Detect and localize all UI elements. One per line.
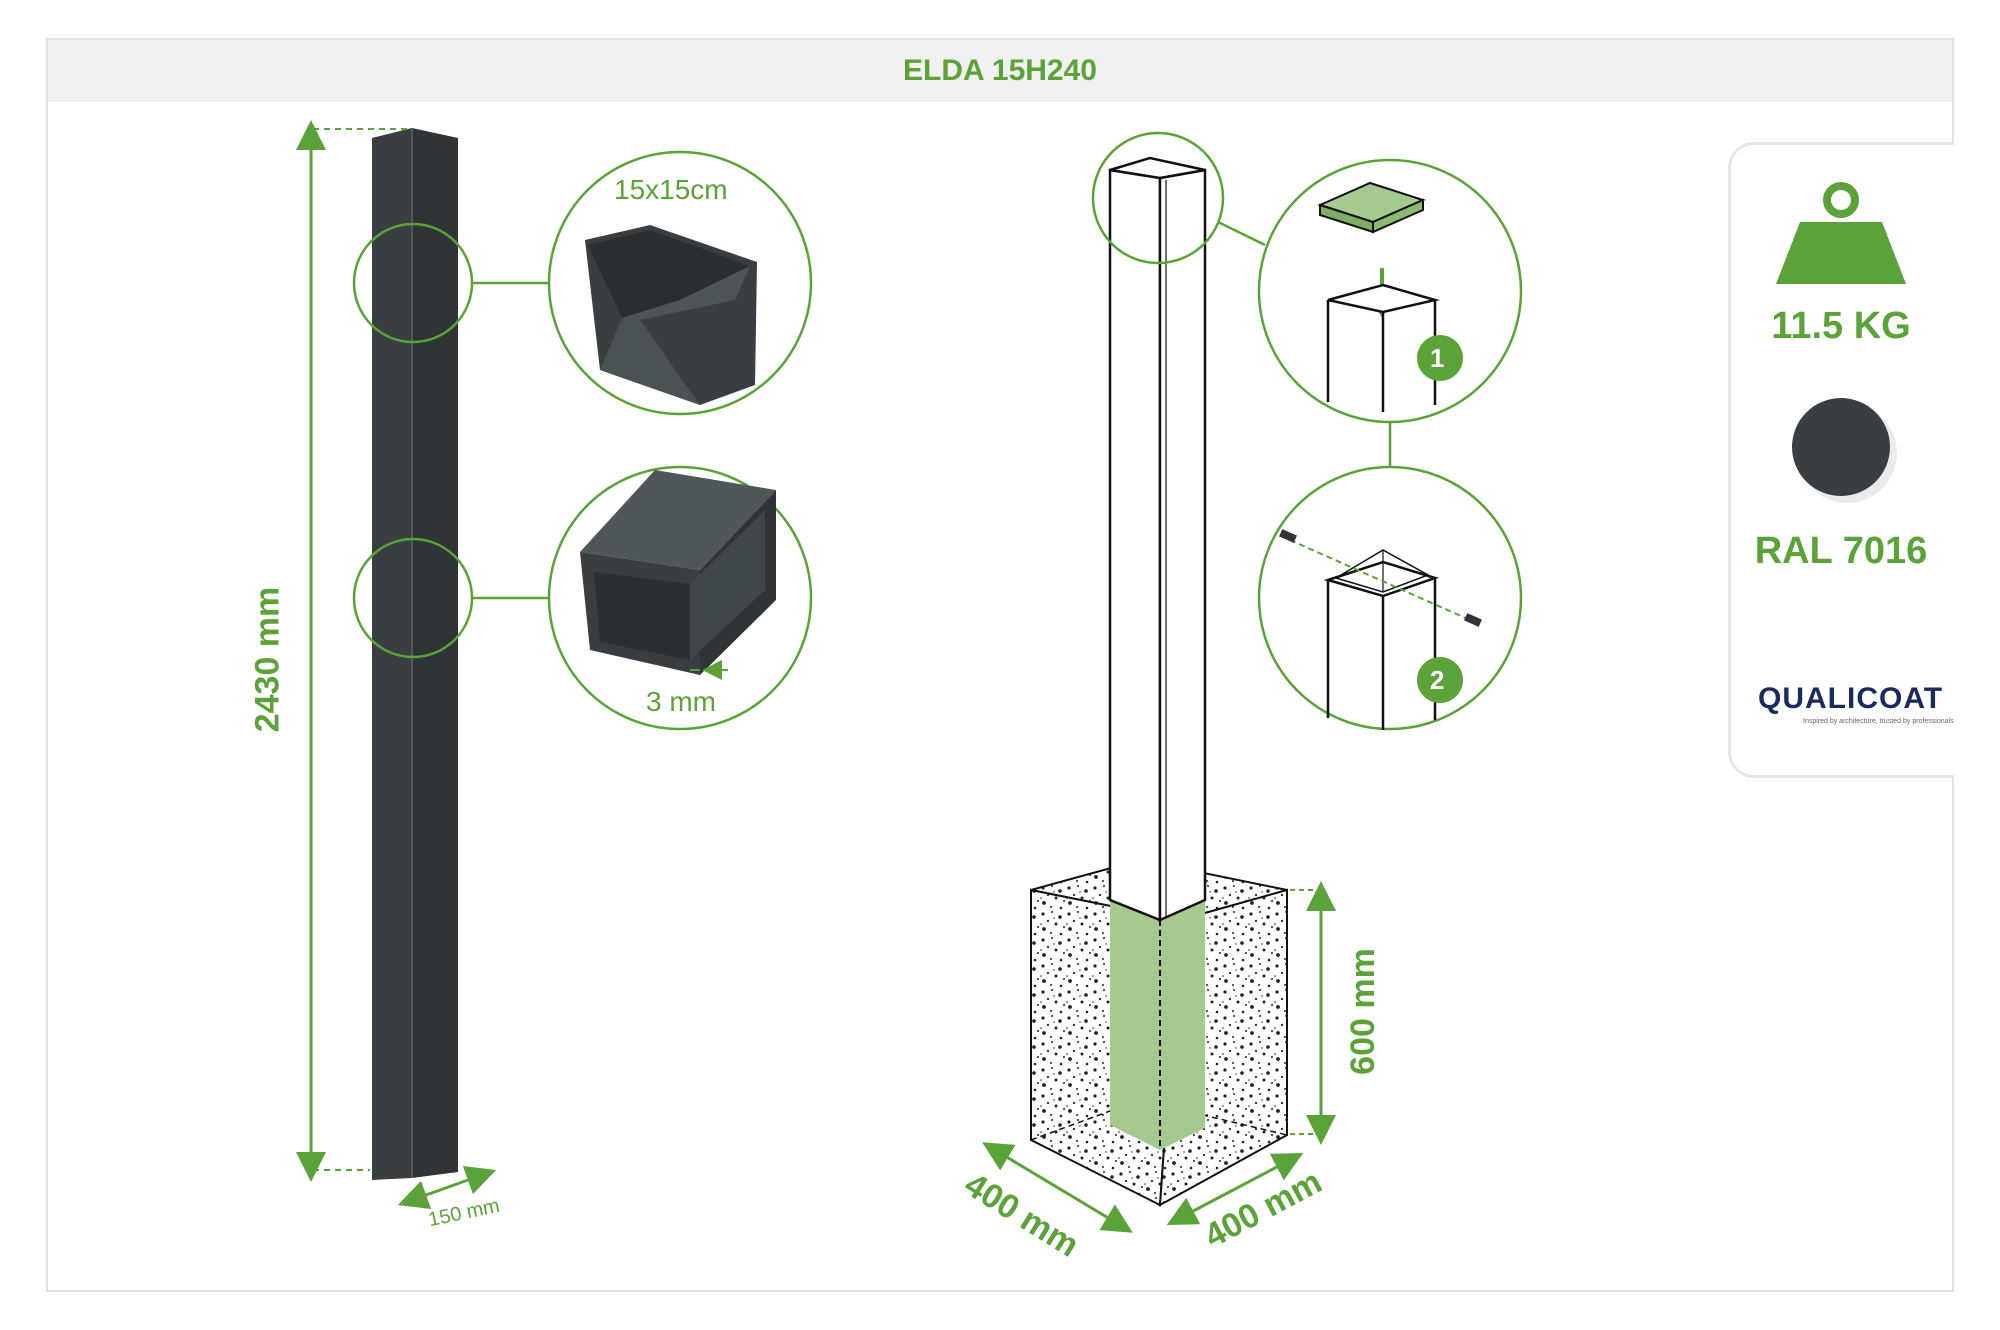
step-1-number: 1	[1430, 343, 1445, 373]
color-swatch	[1792, 398, 1897, 503]
step-1-badge	[1417, 335, 1463, 381]
detail-wall-thickness	[580, 470, 776, 680]
detail-top-open-end	[585, 225, 757, 405]
screw-icon	[1279, 529, 1482, 627]
width-dimension	[397, 1165, 497, 1210]
qualicoat-logo: QUALICOAT	[1758, 682, 1944, 715]
diagram-frame	[46, 38, 1954, 1292]
qualicoat-tagline: Inspired by architecture, trusted by pro…	[1803, 718, 1954, 725]
weight-icon	[1776, 182, 1906, 284]
foundation-depth-dimension	[1290, 881, 1336, 1145]
page-title: ELDA 15H240	[903, 54, 1097, 87]
step2-post-top	[1323, 549, 1440, 730]
step-2-number: 2	[1430, 665, 1445, 695]
section-label: 15x15cm	[614, 174, 728, 205]
weight-value: 11.5 KG	[1771, 305, 1911, 347]
title-bar: ELDA 15H240	[48, 40, 1952, 102]
embedded-post-section	[1109, 899, 1206, 1150]
step-2-badge	[1417, 657, 1463, 703]
thickness-label: 3 mm	[646, 686, 716, 717]
installed-post	[1108, 156, 1207, 922]
foundation-width-dimension	[982, 1142, 1304, 1233]
height-dimension	[296, 120, 410, 1182]
color-name: RAL 7016	[1754, 530, 1928, 572]
post-cap	[1317, 181, 1426, 234]
